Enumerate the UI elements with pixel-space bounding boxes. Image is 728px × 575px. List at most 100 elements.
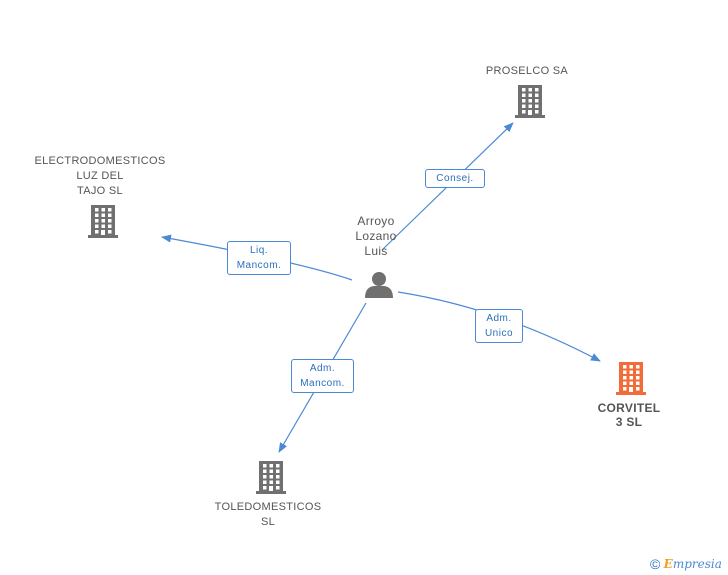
person-name-line-2: Lozano: [355, 229, 397, 243]
company-name-line: PROSELCO SA: [485, 65, 569, 77]
building-window: [623, 376, 627, 380]
company-name-electro[interactable]: ELECTRODOMESTICOS LUZ DEL TAJO SL: [30, 154, 170, 199]
building-window: [535, 93, 539, 97]
brand-logo: Empresia: [664, 557, 722, 571]
building-door: [269, 486, 273, 491]
building-door: [629, 387, 633, 392]
building-window: [535, 110, 539, 114]
building-door: [528, 110, 532, 115]
building-icon[interactable]: [515, 85, 545, 118]
building-window: [522, 88, 526, 92]
building-icon[interactable]: [616, 362, 646, 395]
company-name-line: CORVITEL: [597, 401, 661, 415]
building-window: [636, 370, 640, 374]
building-base: [515, 115, 545, 118]
relation-label-corvitel: Adm. Unico: [475, 309, 523, 343]
building-window: [269, 480, 273, 484]
building-window: [108, 224, 112, 228]
building-window: [528, 99, 532, 103]
building-window: [629, 381, 633, 385]
building-window: [522, 99, 526, 103]
building-window: [95, 224, 99, 228]
building-window: [101, 213, 105, 217]
company-name-corvitel[interactable]: CORVITEL 3 SL: [588, 401, 670, 429]
building-window: [623, 365, 627, 369]
building-base: [88, 235, 118, 238]
company-name-line: ELECTRODOMESTICOS: [34, 155, 166, 167]
company-name-line: TAJO SL: [77, 185, 123, 197]
building-window: [263, 475, 267, 479]
relation-label-line: Unico: [484, 328, 514, 339]
building-window: [101, 224, 105, 228]
building-window: [95, 208, 99, 212]
building-window: [522, 104, 526, 108]
building-window: [636, 376, 640, 380]
building-base: [256, 491, 286, 494]
building-window: [629, 370, 633, 374]
building-window: [95, 213, 99, 217]
relation-label-electro: Liq. Mancom.: [227, 241, 291, 275]
copyright-icon: ©: [650, 556, 661, 572]
relation-label-line: Consej.: [436, 173, 474, 184]
building-window: [535, 88, 539, 92]
relation-label-toledo: Adm. Mancom.: [291, 359, 354, 393]
building-window: [276, 480, 280, 484]
building-window: [522, 110, 526, 114]
building-window: [269, 464, 273, 468]
building-window: [108, 213, 112, 217]
building-window: [636, 387, 640, 391]
company-name-line: 3 SL: [615, 415, 643, 429]
building-base: [616, 392, 646, 395]
company-name-line: TOLEDOMESTICOS: [214, 501, 322, 513]
building-window: [623, 381, 627, 385]
building-window: [535, 99, 539, 103]
building-window: [108, 219, 112, 223]
brand-rest: mpresia: [672, 557, 722, 571]
company-name-proselco[interactable]: PROSELCO SA: [467, 64, 587, 79]
building-icon[interactable]: [256, 461, 286, 494]
person-name-line-1: Arroyo: [357, 214, 395, 228]
building-window: [276, 469, 280, 473]
relation-label-line: Adm.: [309, 363, 336, 374]
building-window: [276, 486, 280, 490]
building-window: [269, 469, 273, 473]
company-name-toledo[interactable]: TOLEDOMESTICOS SL: [208, 500, 328, 530]
building-window: [108, 230, 112, 234]
company-name-line: SL: [260, 516, 276, 528]
building-window: [101, 208, 105, 212]
building-window: [636, 381, 640, 385]
building-door: [101, 230, 105, 235]
building-window: [276, 475, 280, 479]
building-window: [108, 208, 112, 212]
footer-brand[interactable]: © Empresia: [650, 556, 722, 572]
building-window: [522, 93, 526, 97]
building-window: [269, 475, 273, 479]
building-window: [263, 486, 267, 490]
building-window: [636, 365, 640, 369]
relation-label-line: Adm.: [486, 313, 512, 324]
brand-initial: E: [663, 557, 673, 571]
building-window: [263, 469, 267, 473]
building-icon[interactable]: [88, 205, 118, 238]
person-name-line-3: Luis: [364, 244, 388, 258]
building-window: [528, 88, 532, 92]
building-window: [629, 376, 633, 380]
building-window: [101, 219, 105, 223]
building-window: [629, 365, 633, 369]
relation-label-line: Mancom.: [300, 378, 345, 389]
person-name[interactable]: Arroyo Lozano Luis: [340, 214, 412, 259]
building-window: [95, 230, 99, 234]
building-window: [263, 464, 267, 468]
building-window: [276, 464, 280, 468]
relation-label-line: Liq.: [249, 245, 269, 256]
building-window: [528, 104, 532, 108]
building-window: [263, 480, 267, 484]
building-window: [623, 370, 627, 374]
building-window: [95, 219, 99, 223]
relation-label-line: Mancom.: [236, 260, 282, 271]
company-name-line: LUZ DEL: [76, 170, 124, 182]
person-icon[interactable]: [365, 272, 393, 298]
building-window: [623, 387, 627, 391]
relation-label-proselco: Consej.: [425, 169, 485, 188]
